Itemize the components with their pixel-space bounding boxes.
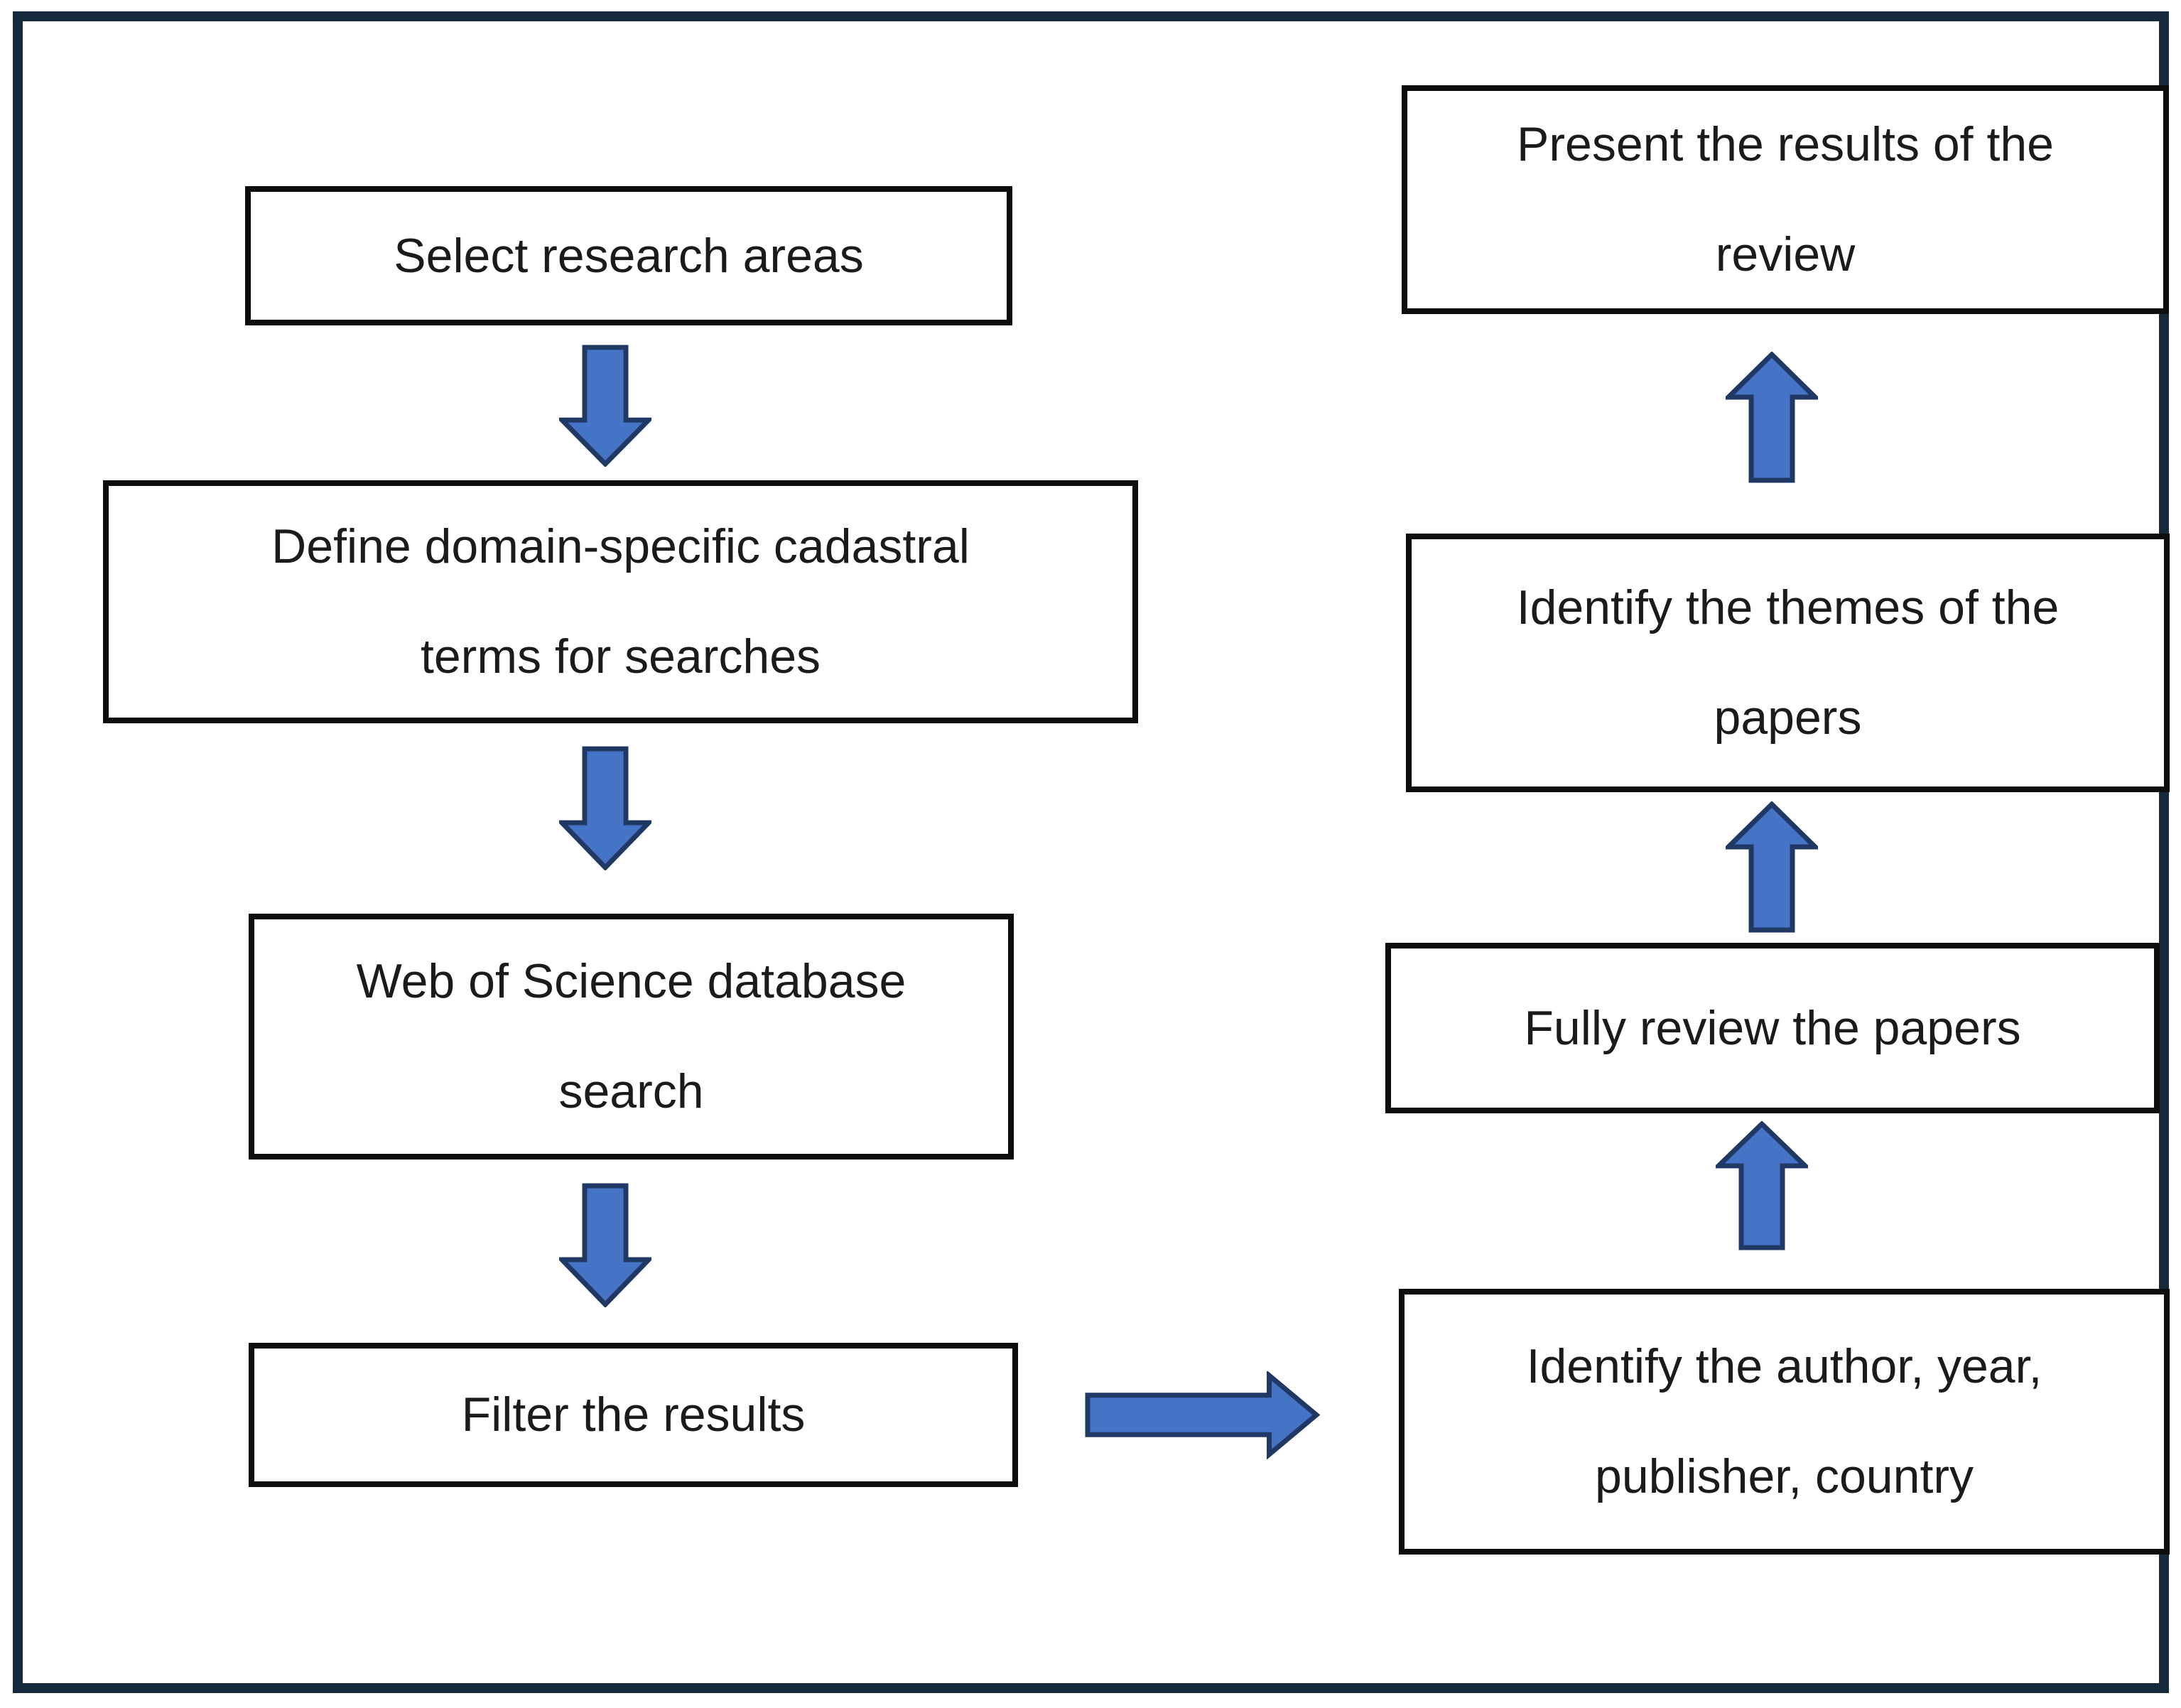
up-arrow-icon: [1726, 352, 1818, 483]
flow-box-label: search: [558, 1064, 704, 1118]
flow-box-select-research-areas: Select research areas: [245, 186, 1012, 325]
flow-box-label: Identify the author, year,: [1526, 1339, 2042, 1393]
flow-box-label: publisher, country: [1595, 1449, 1974, 1503]
flow-box-wos-search: Web of Science database search: [249, 914, 1014, 1160]
diagram-outer-frame: Select research areas Define domain-spec…: [13, 11, 2170, 1693]
flow-box-define-terms: Define domain-specific cadastral terms f…: [103, 480, 1138, 723]
up-arrow-icon: [1716, 1121, 1808, 1250]
flow-box-label: Present the results of the: [1517, 117, 2054, 171]
flow-box-label: terms for searches: [420, 629, 821, 683]
down-arrow-icon: [559, 345, 651, 467]
flow-box-filter-results: Filter the results: [249, 1343, 1018, 1487]
down-arrow-icon: [559, 1183, 651, 1307]
flow-box-label: Identify the themes of the: [1516, 580, 2060, 634]
flow-box-label: papers: [1714, 691, 1862, 745]
up-arrow-icon: [1726, 801, 1818, 933]
flow-box-label: review: [1715, 227, 1856, 281]
flow-box-identify-author: Identify the author, year, publisher, co…: [1399, 1289, 2170, 1555]
right-arrow-icon: [1085, 1371, 1321, 1459]
flow-box-label: Filter the results: [461, 1388, 806, 1442]
flow-box-fully-review: Fully review the papers: [1385, 943, 2160, 1113]
flow-box-label: Define domain-specific cadastral: [271, 519, 970, 573]
down-arrow-icon: [559, 746, 651, 870]
flow-box-present-results: Present the results of the review: [1402, 85, 2169, 314]
flow-box-label: Select research areas: [394, 228, 864, 283]
flow-box-label: Fully review the papers: [1524, 1000, 2021, 1055]
flow-box-label: Web of Science database: [356, 954, 907, 1008]
flow-box-identify-themes: Identify the themes of the papers: [1406, 534, 2170, 792]
